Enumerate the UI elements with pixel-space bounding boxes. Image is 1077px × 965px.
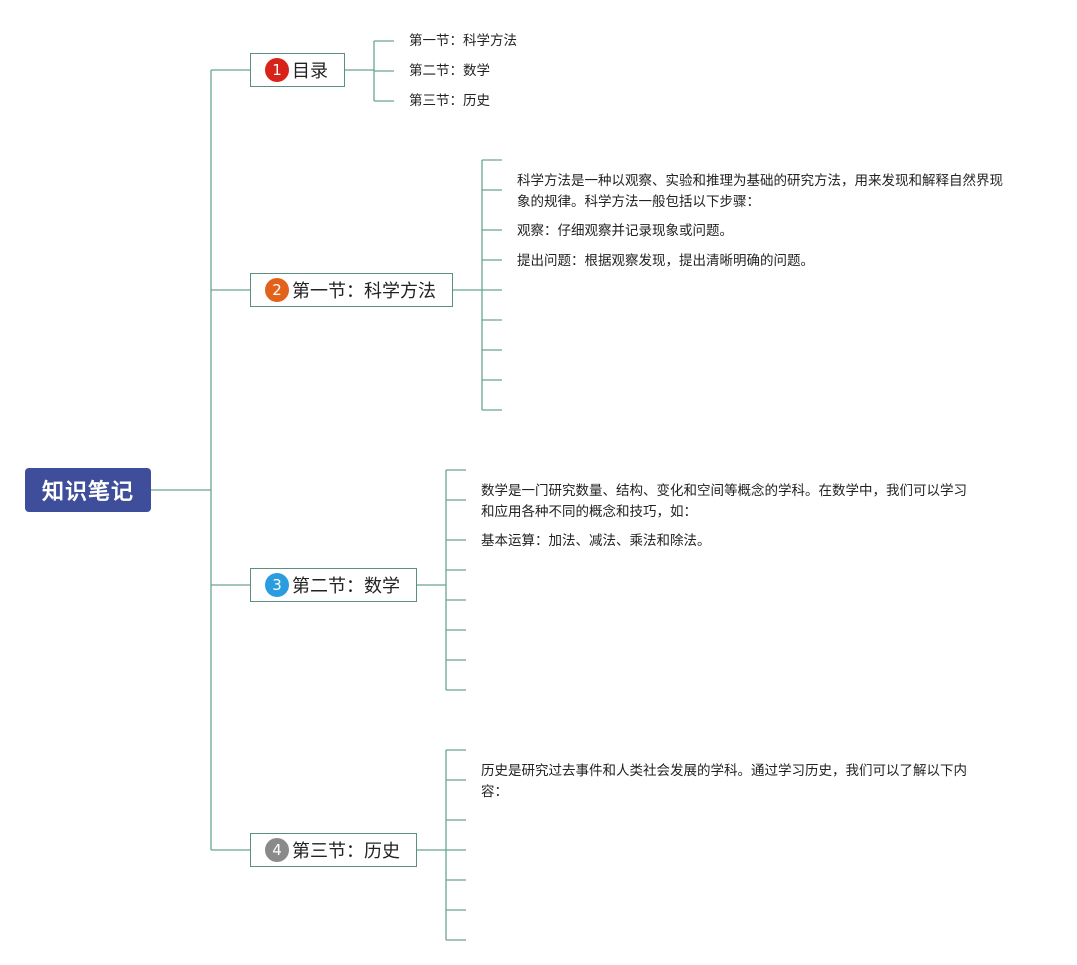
branch-node-history[interactable]: 4 第三节：历史 bbox=[250, 833, 417, 867]
branch-label: 第一节：科学方法 bbox=[292, 281, 436, 302]
number-badge-4: 4 bbox=[265, 838, 289, 862]
branch-label: 第三节：历史 bbox=[292, 841, 400, 862]
branch-label: 第二节：数学 bbox=[292, 576, 400, 597]
root-topic-label: 知识笔记 bbox=[41, 480, 134, 505]
branch-label: 目录 bbox=[292, 61, 328, 82]
leaf-item[interactable]: 第三节：历史 bbox=[409, 93, 490, 109]
branch-1-leaf-stem bbox=[344, 40, 394, 102]
branch-node-toc[interactable]: 1 目录 bbox=[250, 53, 345, 87]
root-topic[interactable]: 知识笔记 bbox=[25, 468, 151, 512]
leaf-item[interactable]: 数学是一门研究数量、结构、变化和空间等概念的学科。在数学中，我们可以学习和应用各… bbox=[481, 483, 967, 520]
branch-node-science-method[interactable]: 2 第一节：科学方法 bbox=[250, 273, 453, 307]
branch-node-math[interactable]: 3 第二节：数学 bbox=[250, 568, 417, 602]
leaf-item[interactable]: 第二节：数学 bbox=[409, 63, 490, 79]
leaf-item[interactable]: 基本运算：加法、减法、乘法和除法。 bbox=[481, 533, 711, 549]
number-badge-1: 1 bbox=[265, 58, 289, 82]
branch-2-leaf-stem bbox=[452, 159, 502, 411]
leaf-item[interactable]: 提出问题：根据观察发现，提出清晰明确的问题。 bbox=[517, 253, 814, 269]
number-badge-2: 2 bbox=[265, 278, 289, 302]
number-badge-3: 3 bbox=[265, 573, 289, 597]
leaf-item[interactable]: 科学方法是一种以观察、实验和推理为基础的研究方法，用来发现和解释自然界现象的规律… bbox=[517, 173, 1003, 210]
branch-4-leaf-stem bbox=[416, 749, 466, 941]
branch-3-leaf-stem bbox=[416, 469, 466, 691]
leaf-item[interactable]: 历史是研究过去事件和人类社会发展的学科。通过学习历史，我们可以了解以下内容： bbox=[481, 763, 967, 800]
leaf-item[interactable]: 观察：仔细观察并记录现象或问题。 bbox=[517, 223, 733, 239]
leaf-item[interactable]: 第一节：科学方法 bbox=[409, 33, 517, 49]
